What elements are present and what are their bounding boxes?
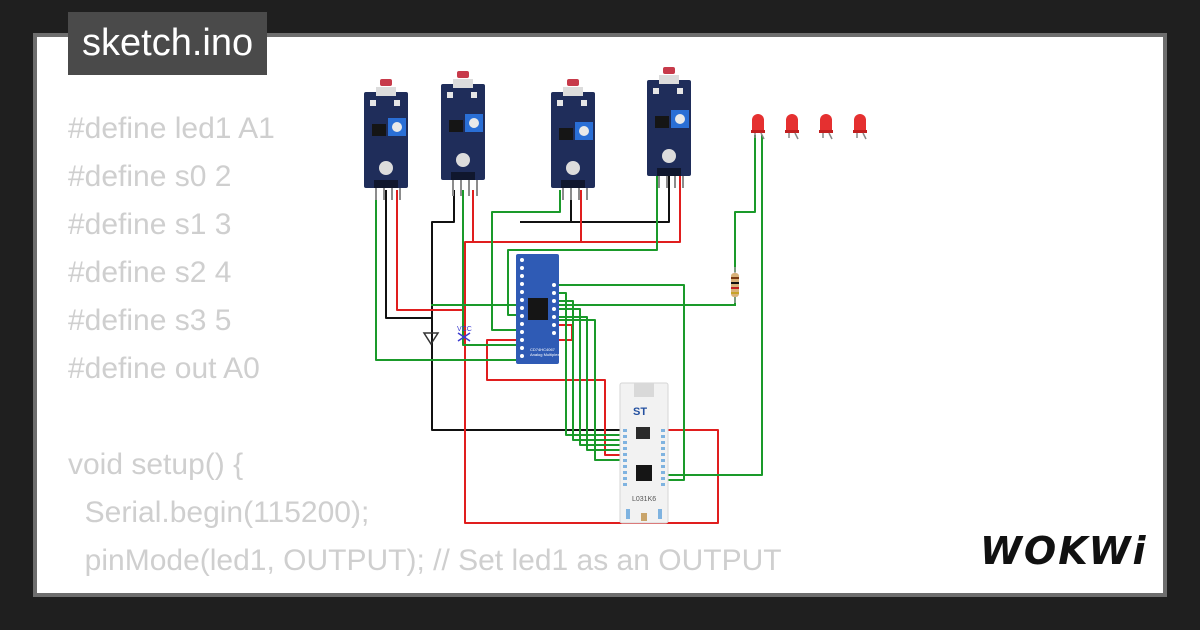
wire-green-8 [557,300,640,441]
vcc-symbol: VCC [457,326,472,342]
analog-multiplexer[interactable]: CD74HC4067 Analog Multiplexer [516,254,564,364]
wire-black-2 [431,190,455,318]
ground-symbol [422,332,440,346]
code-background: #define led1 A1 #define s0 2 #define s1 … [68,112,782,593]
wire-green-1 [375,190,520,361]
wire-red-1 [396,190,719,524]
wire-green-4 [507,175,658,316]
wire-red-4 [581,175,681,243]
wire-green-11 [557,319,640,461]
light-sensor-module-1[interactable] [364,79,408,200]
led-2[interactable] [785,114,799,140]
wire-green-10 [557,316,640,451]
file-name-tab[interactable]: sketch.ino [68,12,268,75]
wire-green-13 [734,135,756,272]
led-4[interactable] [853,114,867,140]
wire-green-3 [491,190,561,331]
mux-label-1: CD74HC4067 [530,347,556,352]
preview-card: #define led1 A1 #define s0 2 #define s1 … [37,37,1163,593]
resistor[interactable] [731,267,739,303]
led-3[interactable] [819,114,833,140]
wokwi-logo-text: WOKWi [980,529,1148,573]
wire-green-2 [462,190,520,346]
wire-green-7 [557,292,640,436]
wire-green-6 [557,284,685,481]
led-1[interactable] [751,114,765,140]
board-label: L031K6 [632,496,656,503]
board-logo: ST [633,406,647,418]
microcontroller-board[interactable]: ST L031K6 [619,382,669,524]
wire-green-14 [665,135,763,476]
wokwi-logo: WOKWi [980,529,1148,573]
light-sensor-module-3[interactable] [551,79,595,200]
light-sensor-module-2[interactable] [441,71,485,196]
light-sensor-module-4[interactable] [647,67,691,188]
wire-red-2 [464,190,474,310]
wire-red-3 [473,190,582,243]
wire-green-9 [557,308,640,446]
wire-black-4 [571,175,670,223]
mux-label-2: Analog Multiplexer [530,352,564,357]
vcc-label: VCC [457,326,472,333]
